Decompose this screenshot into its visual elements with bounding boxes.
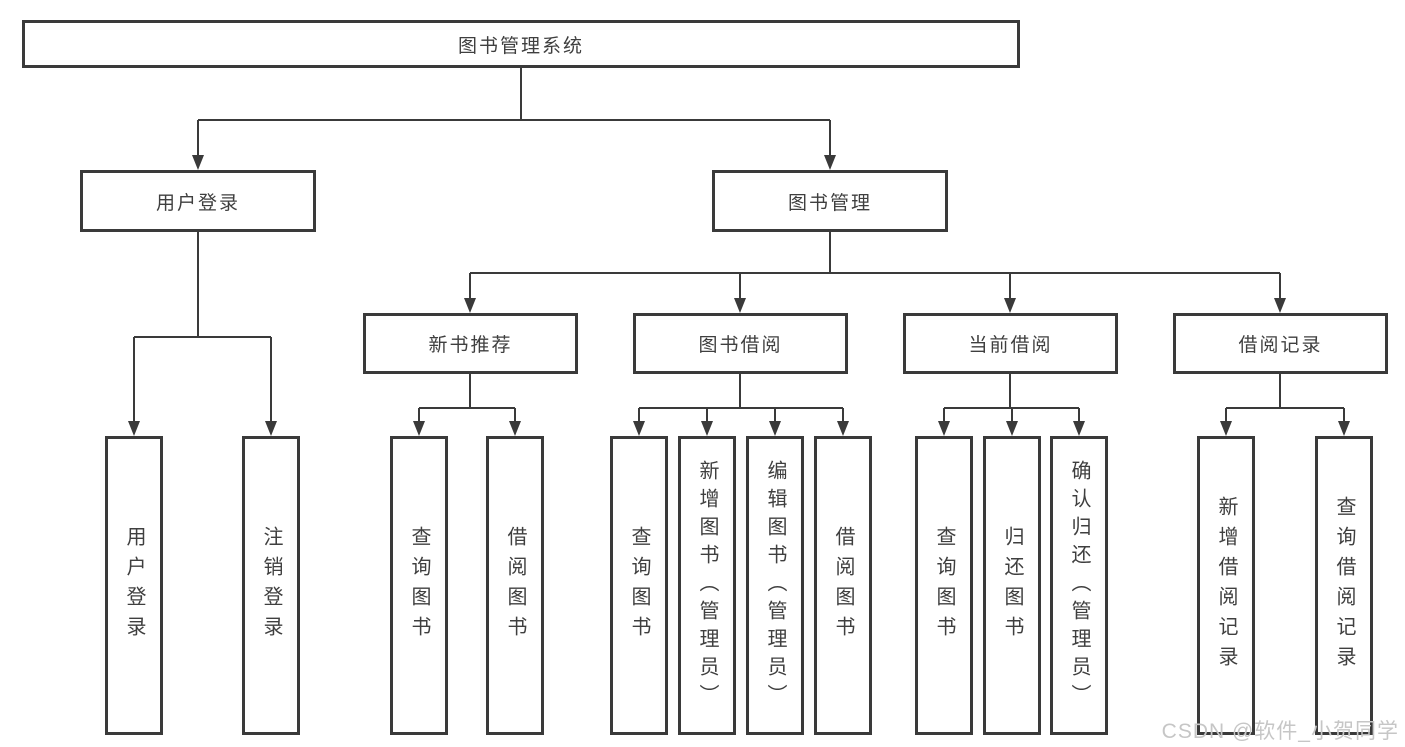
leaf-label: 归还图书 xyxy=(1001,525,1023,646)
leaf-borrowing-query-books: 查询图书 xyxy=(610,436,668,735)
node-label: 借阅记录 xyxy=(1238,335,1323,356)
leaf-label: 查询图书 xyxy=(628,525,650,646)
node-book-borrowing: 图书借阅 xyxy=(633,313,848,374)
leaf-label: 新增图书（管理员） xyxy=(696,459,718,712)
connector-book-borrowing-children xyxy=(633,374,849,436)
leaf-borrowing-borrow-books: 借阅图书 xyxy=(814,436,872,735)
node-borrowing-records: 借阅记录 xyxy=(1173,313,1388,374)
leaf-label: 用户登录 xyxy=(123,525,145,646)
node-new-book-recommendation: 新书推荐 xyxy=(363,313,578,374)
leaf-label: 查询图书 xyxy=(933,525,955,646)
leaf-confirm-return-admin: 确认归还（管理员） xyxy=(1050,436,1108,735)
leaf-label: 注销登录 xyxy=(260,525,282,646)
leaf-label: 查询借阅记录 xyxy=(1333,495,1355,676)
connector-new-book-recommendation-children xyxy=(413,374,521,436)
leaf-add-books-admin: 新增图书（管理员） xyxy=(678,436,736,735)
node-user-login: 用户登录 xyxy=(80,170,316,232)
leaf-user-login: 用户登录 xyxy=(105,436,163,735)
connector-current-borrowing-children xyxy=(938,374,1085,436)
connector-user-login-children xyxy=(128,232,277,436)
leaf-label: 查询图书 xyxy=(408,525,430,646)
leaf-recommend-query-books: 查询图书 xyxy=(390,436,448,735)
leaf-recommend-borrow-books: 借阅图书 xyxy=(486,436,544,735)
node-label: 新书推荐 xyxy=(428,335,513,356)
connector-root-to-level2 xyxy=(192,68,836,170)
leaf-query-borrow-record: 查询借阅记录 xyxy=(1315,436,1373,735)
leaf-label: 借阅图书 xyxy=(504,525,526,646)
node-book-management: 图书管理 xyxy=(712,170,948,232)
node-label: 图书管理 xyxy=(787,192,872,214)
connector-borrowing-records-children xyxy=(1220,374,1350,436)
leaf-return-books: 归还图书 xyxy=(983,436,1041,735)
node-library-management-system: 图书管理系统 xyxy=(22,20,1020,68)
leaf-current-query-books: 查询图书 xyxy=(915,436,973,735)
leaf-label: 借阅图书 xyxy=(832,525,854,646)
leaf-label: 新增借阅记录 xyxy=(1215,495,1237,676)
leaf-label: 编辑图书（管理员） xyxy=(764,459,786,712)
node-current-borrowing: 当前借阅 xyxy=(903,313,1118,374)
node-label: 用户登录 xyxy=(155,192,240,214)
connector-book-management-children xyxy=(464,232,1286,313)
node-label: 图书借阅 xyxy=(698,335,783,356)
leaf-edit-books-admin: 编辑图书（管理员） xyxy=(746,436,804,735)
node-label: 当前借阅 xyxy=(968,335,1053,356)
leaf-logout: 注销登录 xyxy=(242,436,300,735)
leaf-label: 确认归还（管理员） xyxy=(1068,459,1090,712)
watermark-text: CSDN @软件_小贺同学 xyxy=(1161,720,1399,743)
leaf-add-borrow-record: 新增借阅记录 xyxy=(1197,436,1255,735)
node-label: 图书管理系统 xyxy=(457,35,584,57)
